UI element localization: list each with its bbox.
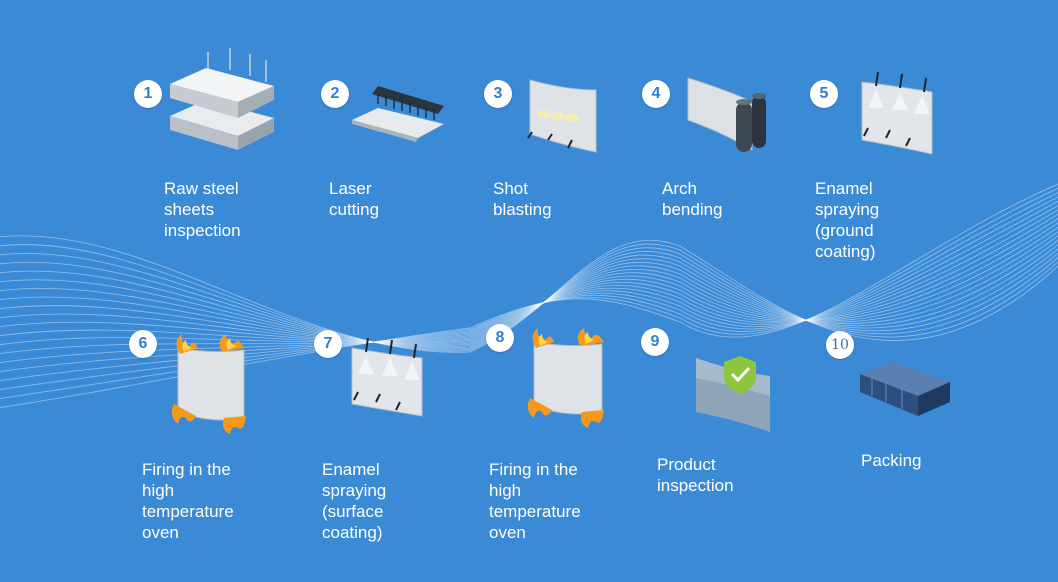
spray-nozzles-panel-icon (351, 337, 423, 417)
spray-nozzles-panel-icon (861, 71, 933, 155)
step-label: Arch bending (662, 179, 723, 219)
step-label: Enamel spraying (ground coating) (815, 179, 880, 261)
step-number-badge: 6 (129, 330, 157, 358)
step-number-badge: 1 (134, 80, 162, 108)
step-label: Firing in the high temperature oven (142, 460, 234, 542)
step-number-badge: 7 (314, 330, 342, 358)
wave-line (0, 226, 1058, 344)
wave-line (0, 218, 1058, 343)
step-label: Product inspection (657, 455, 734, 495)
shield-check-icon (696, 356, 770, 432)
step-number-badge: 10 (826, 331, 854, 359)
step-number-badge: 8 (486, 324, 514, 352)
step-number-badge: 9 (641, 328, 669, 356)
laser-cutter-icon (352, 86, 444, 142)
wave-line (0, 222, 1058, 343)
steel-sheets-icon (170, 48, 274, 150)
step-label: Laser cutting (329, 179, 380, 219)
packed-panels-icon (860, 362, 950, 416)
step-label: Enamel spraying (surface coating) (322, 460, 387, 542)
step-label: Shot blasting (493, 179, 552, 219)
step-number-badge: 3 (484, 80, 512, 108)
step-number-badge: 5 (810, 80, 838, 108)
flaming-panel-icon (171, 334, 246, 434)
step-label: Raw steel sheets inspection (164, 179, 241, 240)
step-number-badge: 4 (642, 80, 670, 108)
step-number-badge: 2 (321, 80, 349, 108)
shot-blasting-panel-icon (527, 79, 597, 153)
roller-bending-icon (687, 77, 766, 152)
step-label: Packing (861, 451, 922, 470)
step-label: Firing in the high temperature oven (489, 460, 581, 542)
flaming-panel-icon (527, 328, 604, 428)
